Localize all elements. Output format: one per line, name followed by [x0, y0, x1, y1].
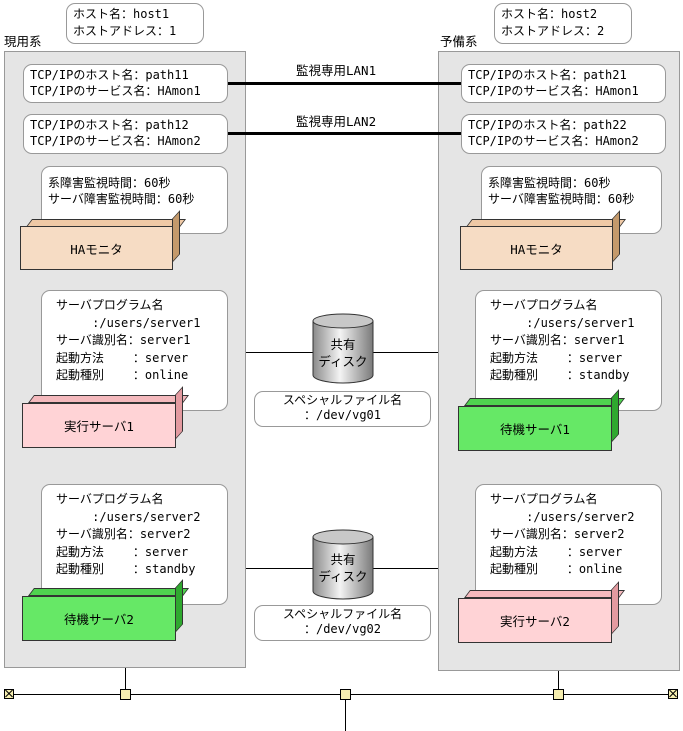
shared-disk-2-icon — [312, 529, 374, 600]
primary-server1-label: 実行サーバ1 — [22, 403, 176, 448]
primary-lan-tap-icon — [120, 689, 131, 700]
shared-disk-2-label: 共有 ディスク — [318, 552, 368, 584]
primary-standby-server2-box: 待機サーバ2 — [22, 579, 190, 641]
standby-standby-server1-box: 待機サーバ1 — [458, 389, 626, 451]
standby-system-label: 予備系 — [440, 34, 478, 49]
center-lan-tap-icon — [340, 689, 351, 700]
right-terminator-icon — [668, 689, 678, 699]
primary-system-label: 現用系 — [4, 34, 42, 49]
shared-disk-1-icon — [312, 313, 374, 384]
standby-server2-label: 実行サーバ2 — [458, 598, 612, 643]
center-lan-drop — [345, 695, 346, 731]
standby-lan-tap-icon — [553, 689, 564, 700]
primary-ha-monitor-label: HAモニタ — [20, 226, 173, 270]
standby-ha-monitor-box: HAモニタ — [460, 210, 627, 270]
standby-server2-info: サーバプログラム名 :/users/server2 サーバ識別名：server2… — [475, 484, 662, 605]
primary-ha-monitor-box: HAモニタ — [20, 210, 187, 270]
left-terminator-icon — [4, 689, 14, 699]
shared-disk-1-label: 共有 ディスク — [318, 337, 368, 369]
disk1-special-file: スペシャルファイル名 ：/dev/vg01 — [254, 391, 431, 427]
lan1-line — [228, 82, 461, 85]
primary-tcpip-1: TCP/IPのホスト名：path11 TCP/IPのサービス名：HAmon1 — [23, 64, 228, 103]
primary-host-info: ホスト名：host1 ホストアドレス：1 — [66, 3, 204, 44]
disk2-special-file: スペシャルファイル名 ：/dev/vg02 — [254, 605, 431, 641]
standby-server1-info: サーバプログラム名 :/users/server1 サーバ識別名：server1… — [475, 290, 662, 411]
primary-server2-info: サーバプログラム名 :/users/server2 サーバ識別名：server2… — [41, 484, 228, 605]
primary-tcpip-2: TCP/IPのホスト名：path12 TCP/IPのサービス名：HAmon2 — [23, 114, 228, 154]
primary-server2-label: 待機サーバ2 — [22, 596, 176, 641]
standby-server1-label: 待機サーバ1 — [458, 406, 612, 451]
standby-lan-drop — [558, 671, 559, 694]
lan2-label: 監視専用LAN2 — [296, 114, 377, 129]
primary-lan-drop — [125, 668, 126, 694]
primary-active-server1-box: 実行サーバ1 — [22, 386, 190, 448]
standby-tcpip-1: TCP/IPのホスト名：path21 TCP/IPのサービス名：HAmon1 — [461, 64, 666, 103]
lan2-line — [228, 132, 461, 135]
standby-host-info: ホスト名：host2 ホストアドレス：2 — [494, 3, 632, 44]
primary-server1-info: サーバプログラム名 :/users/server1 サーバ識別名：server1… — [41, 290, 228, 411]
standby-tcpip-2: TCP/IPのホスト名：path22 TCP/IPのサービス名：HAmon2 — [461, 114, 666, 154]
lan1-label: 監視専用LAN1 — [296, 63, 377, 78]
standby-active-server2-box: 実行サーバ2 — [458, 581, 626, 643]
standby-ha-monitor-label: HAモニタ — [460, 226, 613, 270]
